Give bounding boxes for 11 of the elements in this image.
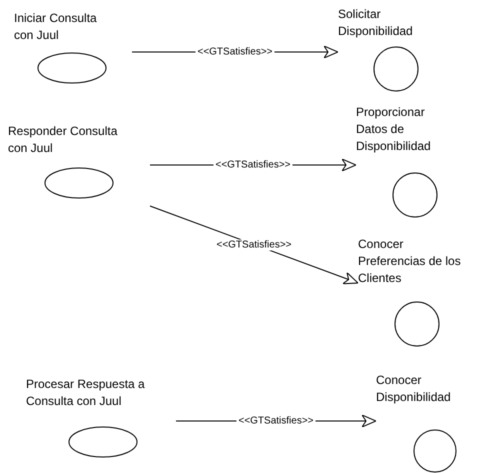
node-label: Conocer Disponibilidad <box>376 372 452 406</box>
edge-label: <<GTSatisfies>> <box>236 416 316 426</box>
edge-label: <<GTSatisfies>> <box>213 160 293 170</box>
node-label: Iniciar Consulta con Juul <box>14 10 98 44</box>
node-label: Proporcionar Datos de Disponibilidad <box>356 104 432 155</box>
node-label: Responder Consulta con Juul <box>8 123 118 157</box>
edge-label: <<GTSatisfies>> <box>195 46 275 58</box>
node-label: Conocer Preferencias de los Clientes <box>358 236 462 287</box>
edge-label: <<GTSatisfies>> <box>214 239 294 250</box>
node-label: Solicitar Disponibilidad <box>338 6 414 40</box>
node-label: Procesar Respuesta a Consulta con Juul <box>26 376 146 410</box>
